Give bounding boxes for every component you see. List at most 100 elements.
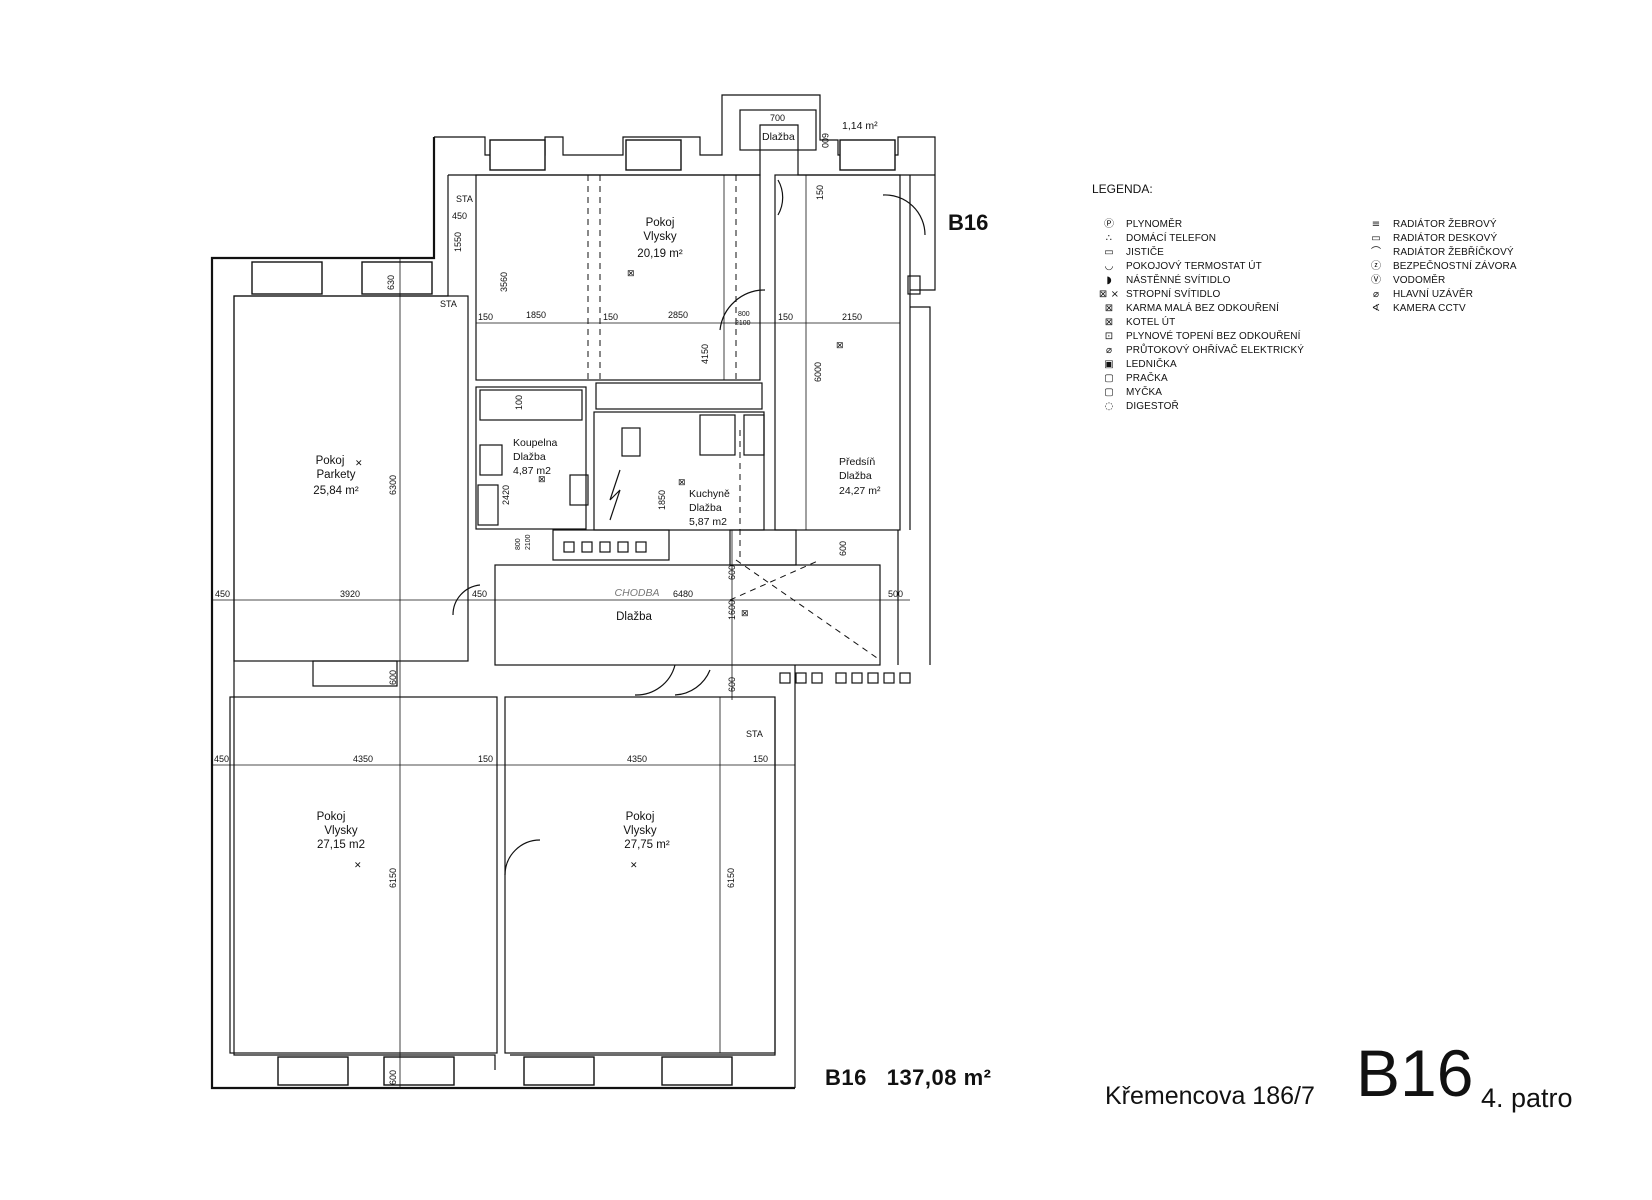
dimension-label: 150 [778, 312, 793, 322]
legend-label: JISTIČE [1126, 247, 1164, 258]
legend-label: PLYNOMĚR [1126, 219, 1183, 230]
room-area: 27,75 m² [624, 839, 670, 851]
legend-title: LEGENDA: [1092, 182, 1153, 196]
room-name: Pokoj [626, 811, 655, 823]
legend-label: POKOJOVÝ TERMOSTAT ÚT [1126, 261, 1262, 272]
legend-item: ⌀HLAVNÍ UZÁVĚR [1359, 288, 1517, 302]
legend-item: Ⓥ VODOMĚR [1359, 274, 1517, 288]
legend-right-column: ≡RADIÁTOR ŽEBROVÝ▭RADIÁTOR DESKOVÝ⌒RADIÁ… [1359, 218, 1517, 316]
ceiling-lights: ✕ ⊠ ⊠ ✕ ✕ ⊠ ⊠ ⊠ [354, 268, 844, 870]
breaker-icon: ▭ [1104, 247, 1114, 258]
dimension-label: 630 [386, 275, 396, 290]
legend-label: DIGESTOŘ [1126, 401, 1179, 412]
legend-item: ◡POKOJOVÝ TERMOSTAT ÚT [1092, 260, 1304, 274]
legend-item: ▢PRAČKA [1092, 372, 1304, 386]
legend-item: ≡ RADIÁTOR ŽEBROVÝ [1359, 218, 1517, 232]
ceiling-light-icon: ⊠ × [1098, 289, 1120, 300]
fixtures [477, 275, 921, 684]
room-name: Kuchyně [689, 488, 730, 500]
room-name: Pokoj [646, 217, 675, 229]
dimension-label: 500 [888, 589, 903, 599]
legend-label: BEZPEČNOSTNÍ ZÁVORA [1393, 261, 1517, 272]
room-area: 20,19 m² [637, 248, 683, 260]
room-name: Předsíň [839, 456, 875, 468]
legend-label: RADIÁTOR ŽEBŘÍČKOVÝ [1393, 247, 1514, 258]
dimension-label: 450 [472, 589, 487, 599]
room-area: 5,87 m2 [689, 516, 727, 528]
legend-item: ◗NÁSTĚNNÉ SVÍTIDLO [1092, 274, 1304, 288]
ceiling-light-icon: ✕ [630, 860, 638, 870]
unit-label: B16 [948, 210, 989, 235]
dimension-label: 1850 [657, 490, 667, 510]
dimension-label: 600 [388, 1070, 398, 1085]
legend-label: KAMERA CCTV [1393, 303, 1466, 314]
legend-label: PLYNOVÉ TOPENÍ BEZ ODKOUŘENÍ [1126, 331, 1301, 342]
room-name: Pokoj [317, 811, 346, 823]
dimension-label: 4150 [700, 344, 710, 364]
legend-label: RADIÁTOR ŽEBROVÝ [1393, 219, 1497, 230]
room-floor: Dlažba [689, 502, 722, 514]
dimension-label: 6300 [388, 475, 398, 495]
dimension-label: 150 [478, 312, 493, 322]
dimension-label: 150 [478, 754, 493, 764]
ladder-radiator-icon: ⌒ [1370, 247, 1382, 258]
dimension-label: 450 [452, 211, 467, 221]
dimension-label: 450 [214, 754, 229, 764]
dimension-label: 100 [514, 395, 524, 410]
legend-label: STROPNÍ SVÍTIDLO [1126, 289, 1221, 300]
legend-label: KOTEL ÚT [1126, 317, 1176, 328]
legend-item: ▣LEDNIČKA [1092, 358, 1304, 372]
wc-dim-h: 600 [820, 133, 830, 148]
floor-label: 4. patro [1481, 1083, 1573, 1113]
room-floor: Dlažba [839, 470, 872, 482]
legend-label: DOMÁCÍ TELEFON [1126, 233, 1217, 244]
dimension-label: 600 [388, 670, 398, 685]
wc-area: 1,14 m² [842, 120, 878, 132]
dimension-label: 1550 [453, 232, 463, 252]
ceiling-light-icon: ⊠ [538, 474, 546, 484]
wc-dim-w: 700 [770, 113, 785, 123]
dimension-label: 3920 [340, 589, 360, 599]
legend-item: ⌀PRŮTOKOVÝ OHŘÍVAČ ELEKTRICKÝ [1092, 344, 1304, 358]
ceiling-light-icon: ✕ [354, 860, 362, 870]
dimension-label: 150 [603, 312, 618, 322]
address: Křemencova 186/7 [1105, 1082, 1315, 1110]
hood-icon: ◌ [1104, 401, 1114, 412]
corridor-handwritten: CHODBA [615, 587, 660, 599]
dimension-label: 2420 [501, 485, 511, 505]
legend-label: PRAČKA [1126, 373, 1168, 384]
water-meter-icon: Ⓥ [1370, 275, 1382, 286]
dimension-lines [212, 175, 910, 1088]
legend-label: VODOMĚR [1393, 275, 1446, 286]
water-heater-icon: ⊠ [1104, 303, 1114, 314]
exterior-walls [210, 94, 936, 1090]
legend-item: ∢ KAMERA CCTV [1359, 302, 1517, 316]
legend-item: ▭ JISTIČE [1092, 246, 1304, 260]
room-floor: Vlysky [324, 825, 357, 837]
dimension-label: 3560 [499, 272, 509, 292]
dimension-label: 1600 [727, 600, 737, 620]
dimension-label: 2100 [525, 534, 532, 550]
legend-label: KARMA MALÁ BEZ ODKOUŘENÍ [1126, 303, 1279, 314]
legend-label: MYČKA [1126, 387, 1163, 398]
room-area: 25,84 m² [313, 485, 359, 497]
cctv-icon: ∢ [1371, 303, 1381, 314]
legend-item: ⊡PLYNOVÉ TOPENÍ BEZ ODKOUŘENÍ [1092, 330, 1304, 344]
room-floor: Vlysky [643, 231, 676, 243]
dimension-label: 600 [727, 677, 737, 692]
room-labels: Pokoj Vlysky 20,19 m² Pokoj Parkety 25,8… [313, 113, 881, 851]
ribbed-radiator-icon: ≡ [1371, 219, 1381, 230]
legend-label: HLAVNÍ UZÁVĚR [1393, 289, 1474, 300]
room-floor: Vlysky [623, 825, 656, 837]
boiler-icon: ⊠ [1104, 317, 1114, 328]
dimension-label: 450 [215, 589, 230, 599]
room-name: Koupelna [513, 437, 558, 449]
dishwasher-icon: ▢ [1104, 387, 1114, 398]
dimension-label: 150 [815, 185, 825, 200]
dimension-label: 2850 [668, 310, 688, 320]
dimension-label: 4350 [353, 754, 373, 764]
dimension-label: 6480 [673, 589, 693, 599]
